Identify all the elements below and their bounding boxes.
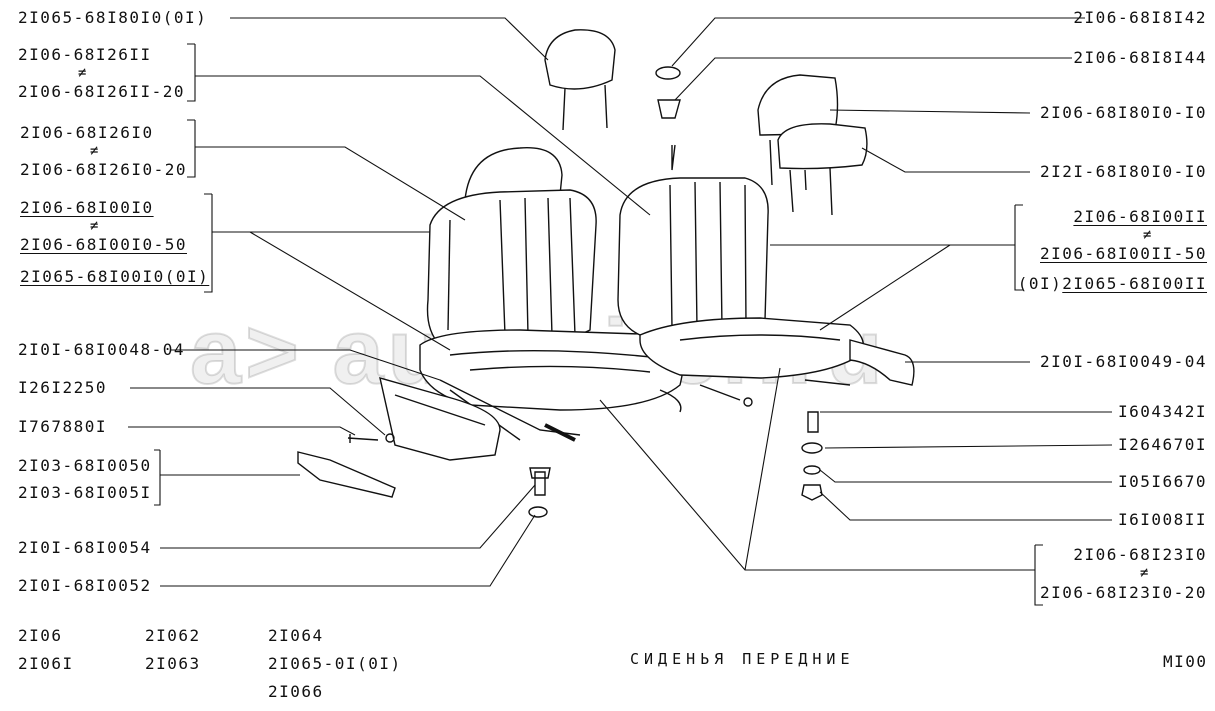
label-bushing1: 2I06-68I8I42 xyxy=(1073,8,1207,27)
not-equal-symbol: ≠ xyxy=(90,143,99,159)
label-bolt-right: I604342I xyxy=(1117,402,1207,421)
headrest-drawings xyxy=(544,29,868,216)
label-seat-right-a: 2I06-68I00II xyxy=(1073,207,1207,226)
diagram-title: СИДЕНЬЯ ПЕРЕДНИЕ xyxy=(630,650,855,668)
label-headrest-left: 2I065-68I80I0(0I) xyxy=(18,8,208,27)
label-cap: I26I2250 xyxy=(18,378,108,397)
page-code: MI00 xyxy=(1163,652,1208,671)
model-code: 2I06 xyxy=(18,626,63,645)
label-seat-right-c-prefix: (0I) xyxy=(1017,274,1063,293)
model-code: 2I062 xyxy=(145,626,201,645)
left-seat-drawing xyxy=(419,147,684,442)
label-handle-a: 2I03-68I0050 xyxy=(18,456,152,475)
label-trim-right: 2I0I-68I0049-04 xyxy=(1040,352,1207,371)
label-cushion-b: 2I06-68I23I0-20 xyxy=(1040,583,1207,602)
right-seat-drawing xyxy=(617,177,915,407)
label-screw: I767880I xyxy=(18,417,108,436)
model-code: 2I065-0I(0I) xyxy=(268,654,402,673)
label-washer-right: I264670I xyxy=(1117,435,1207,454)
label-handle-b: 2I03-68I005I xyxy=(18,483,152,502)
label-back-cover2-a: 2I06-68I26I0 xyxy=(20,123,154,142)
label-seat-left-c: 2I065-68I00I0(0I) xyxy=(20,267,210,286)
label-headrest1: 2I06-68I80I0-I0 xyxy=(1040,103,1207,122)
not-equal-symbol: ≠ xyxy=(78,65,87,81)
not-equal-symbol: ≠ xyxy=(1140,565,1149,581)
model-code: 2I066 xyxy=(268,682,324,701)
label-nut: I6I008II xyxy=(1117,510,1207,529)
label-seat-right-c-code: 2I065-68I00II xyxy=(1062,274,1207,293)
label-bushing2: 2I06-68I8I44 xyxy=(1073,48,1207,67)
label-spring-washer: I05I6670 xyxy=(1117,472,1207,491)
leader-lines xyxy=(128,17,1113,606)
model-code: 2I064 xyxy=(268,626,324,645)
model-code: 2I063 xyxy=(145,654,201,673)
label-cushion-a: 2I06-68I23I0 xyxy=(1073,545,1207,564)
label-seat-left-a: 2I06-68I00I0 xyxy=(20,198,154,217)
label-back-cover-a: 2I06-68I26II xyxy=(18,45,152,64)
not-equal-symbol: ≠ xyxy=(1143,227,1152,243)
label-back-cover-b: 2I06-68I26II-20 xyxy=(18,82,185,101)
label-bolt-left: 2I0I-68I0054 xyxy=(18,538,152,557)
label-headrest2: 2I2I-68I80I0-I0 xyxy=(1040,162,1207,181)
label-seat-left-b: 2I06-68I00I0-50 xyxy=(20,235,187,254)
label-back-cover2-b: 2I06-68I26I0-20 xyxy=(20,160,187,179)
small-parts-drawing xyxy=(297,377,823,518)
label-washer-left: 2I0I-68I0052 xyxy=(18,576,152,595)
label-seat-right-b: 2I06-68I00II-50 xyxy=(1040,244,1207,263)
not-equal-symbol: ≠ xyxy=(90,218,99,234)
model-code: 2I06I xyxy=(18,654,74,673)
label-seat-right-c: (0I)2I065-68I00II xyxy=(1018,275,1207,293)
label-trim-left: 2I0I-68I0048-04 xyxy=(18,340,185,359)
